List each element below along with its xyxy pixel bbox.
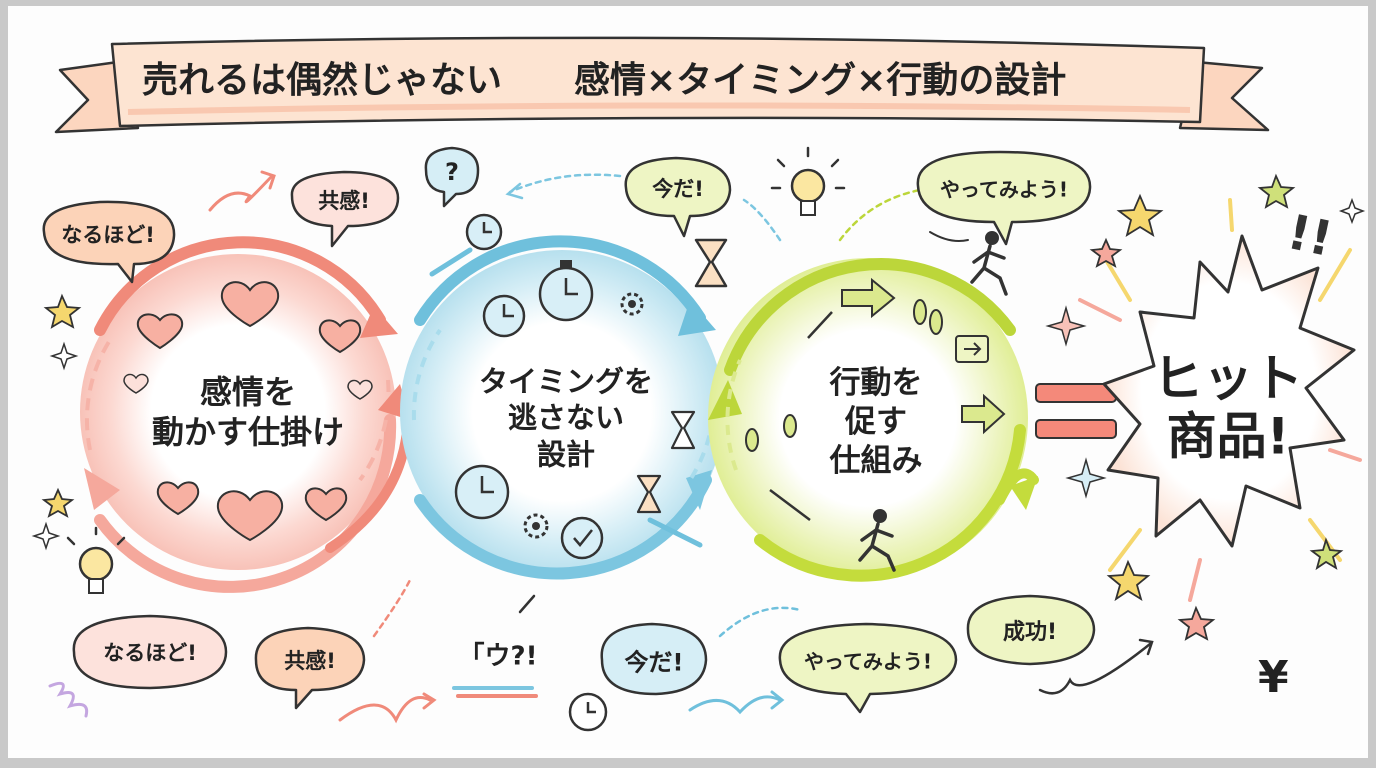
runner-icon <box>970 231 1008 296</box>
bubble-naruhodo-top <box>42 200 176 284</box>
result-line2: 商品! <box>1166 407 1290 465</box>
whiteboard-frame-bottom <box>0 758 1376 768</box>
cycle-emotion-line1: 感情を <box>199 373 297 411</box>
cycle-timing-line3: 設計 <box>536 437 596 472</box>
bubble-naruhodo-bottom-text: なるほど! <box>103 641 197 665</box>
burst <box>1078 198 1362 602</box>
sparkle-icon <box>1065 457 1107 499</box>
bubble-imada-bottom <box>600 622 708 696</box>
star-icon <box>1257 173 1296 209</box>
cycle-action-label: 行動を 促す 仕組み <box>830 364 923 480</box>
heart-icon <box>318 319 362 354</box>
bubble-yattemiyou-top-text: やってみよう! <box>939 177 1069 202</box>
sparkle-icon <box>31 521 61 551</box>
heart-icon <box>347 379 373 400</box>
bubble-seikou <box>966 594 1096 666</box>
exit-sign-icon <box>955 335 989 363</box>
bubble-kyoukan-top-text: 共感! <box>318 189 370 213</box>
heart-icon <box>123 373 149 394</box>
whiteboard-frame-right <box>1368 0 1376 768</box>
yen-icon: ¥ <box>1258 652 1289 703</box>
bubble-kyoukan-top <box>290 170 400 248</box>
hmm-text: 「ウ?! <box>458 641 538 672</box>
heart-icon <box>304 487 348 522</box>
bubble-question-text: ? <box>445 158 459 186</box>
cycle-action-line3: 仕組み <box>829 442 923 479</box>
equals-sign <box>1035 383 1117 439</box>
whiteboard-frame-top <box>0 0 1376 6</box>
runner-icon <box>858 509 896 572</box>
decorative-arrows <box>48 170 1154 724</box>
banner-title-left: 売れるは偶然じゃない <box>142 60 503 101</box>
bubble-imada-top-text: 今だ! <box>652 177 704 201</box>
whiteboard-frame-left <box>0 0 8 768</box>
clock-icon <box>482 294 526 338</box>
star-icon <box>1309 537 1344 571</box>
hearts <box>123 281 373 542</box>
bubble-question <box>424 146 480 208</box>
cycle-action <box>708 258 1039 582</box>
hourglass-icon <box>636 474 662 514</box>
heart-icon <box>220 281 280 328</box>
cycle-timing-line2: 逃さない <box>507 400 625 435</box>
clock-icon <box>454 464 510 520</box>
bubble-kyoukan-bottom <box>254 626 366 710</box>
cycle-timing-label: タイミングを 逃さない 設計 <box>479 364 653 473</box>
bubble-naruhodo-bottom <box>72 614 228 690</box>
bubble-naruhodo-top-text: なるほど! <box>61 223 155 247</box>
star-icon <box>1106 559 1151 602</box>
action-icons <box>745 231 1008 572</box>
arrow-icon <box>807 311 833 339</box>
stopwatch-icon <box>538 260 594 322</box>
heart-icon <box>216 490 284 542</box>
cycle-timing-line1: タイミングを <box>478 364 654 399</box>
bubble-yattemiyou-bottom-text: やってみよう! <box>803 649 933 674</box>
arrow-right-icon <box>841 277 896 319</box>
hourglass-icon <box>670 410 696 450</box>
banner-title-right: 感情×タイミング×行動の設計 <box>574 60 1067 101</box>
title-banner <box>54 36 1270 134</box>
footprints-icon <box>745 414 797 452</box>
star-icon <box>1089 237 1123 268</box>
cycle-emotion-label: 感情を 動かす仕掛け <box>152 372 344 452</box>
clock-check-icon <box>560 516 604 560</box>
bubble-yattemiyou-top <box>916 150 1092 246</box>
clock-icon <box>465 213 503 251</box>
result-label: ヒット 商品! <box>1153 349 1303 466</box>
star-icon <box>1177 605 1216 641</box>
cycle-action-line1: 行動を <box>829 364 923 401</box>
arrow-right-icon <box>961 393 1006 435</box>
sparkle-icon <box>1045 305 1087 347</box>
bubble-kyoukan-bottom-text: 共感! <box>284 649 336 673</box>
result-line1: ヒット <box>1153 349 1303 408</box>
gear-icon <box>523 513 549 539</box>
gear-icon <box>620 292 644 316</box>
sparkle-icon <box>1338 197 1366 225</box>
heart-icon <box>156 481 200 516</box>
bubble-imada-top <box>624 156 732 238</box>
stopwatch-icon <box>568 692 608 732</box>
bubble-seikou-text: 成功! <box>1002 620 1058 645</box>
sparkle-icon <box>49 341 79 371</box>
heart-icon <box>136 313 184 350</box>
cycle-action-line2: 促す <box>845 403 907 440</box>
lightbulb-icon <box>66 526 126 594</box>
star-icon <box>1116 193 1164 237</box>
footprints-icon <box>913 299 943 335</box>
hourglass-icon <box>694 238 728 288</box>
star-icon <box>43 293 82 329</box>
bubble-imada-bottom-text: 今だ! <box>624 648 684 677</box>
cycle-emotion-line2: 動かす仕掛け <box>151 413 345 451</box>
speech-bubbles <box>42 146 1096 714</box>
clocks <box>454 213 728 732</box>
lightbulb-icon <box>770 146 846 216</box>
arrow-icon <box>769 489 811 521</box>
stars <box>31 173 1366 641</box>
star-icon <box>41 487 75 518</box>
bubble-yattemiyou-bottom <box>778 622 958 714</box>
